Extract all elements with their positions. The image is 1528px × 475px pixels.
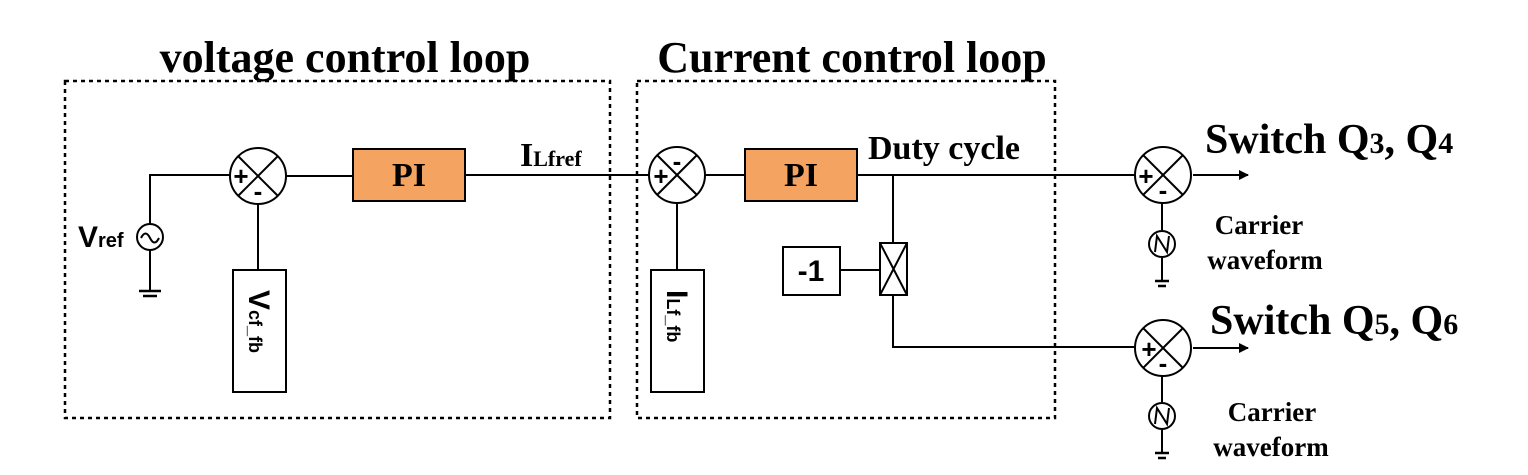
minus-sign: - (1159, 348, 1168, 378)
minus-sign: - (1159, 175, 1168, 205)
vcf-fb-label: Vcf_fb (242, 290, 275, 353)
ground-icon (139, 289, 161, 298)
summing-junction-voltage: + - (229, 147, 287, 206)
ilf-fb-label: ILf_fb (660, 290, 693, 342)
switch-q5q6-label: Switch Q5, Q6 (1210, 298, 1458, 344)
comparator-q5q6: + - (1134, 319, 1192, 378)
current-loop-boundary (635, 79, 1057, 420)
carrier-source-icon (1148, 230, 1176, 258)
carrier-top-line2: waveform (1207, 245, 1323, 275)
plus-sign: + (653, 161, 668, 191)
voltage-loop-boundary (63, 79, 612, 420)
duty-cycle-label: Duty cycle (868, 130, 1020, 167)
pi-controller-current (744, 148, 858, 202)
pi-controller-voltage (352, 148, 466, 202)
switch-q3q4-label: Switch Q3, Q4 (1205, 117, 1453, 163)
carrier-source-icon (1148, 402, 1176, 430)
summing-junction-current: + - (648, 146, 706, 204)
current-loop-title: Current control loop (657, 33, 1046, 82)
carrier-bottom-line2: waveform (1213, 432, 1329, 462)
ground-icon (1155, 279, 1169, 288)
vref-source-icon (136, 223, 164, 251)
plus-sign: + (233, 161, 248, 191)
ilfref-label: ILfref (520, 137, 582, 174)
ilf-fb-block (650, 269, 705, 393)
plus-sign: + (1141, 334, 1156, 364)
negative-gain-block (782, 246, 841, 296)
carrier-top-line1: Carrier (1215, 210, 1303, 240)
voltage-loop-title: voltage control loop (160, 33, 531, 82)
comparator-q3q4: + - (1134, 146, 1192, 205)
ground-icon (1155, 451, 1169, 460)
signal-wires (149, 174, 1163, 452)
pi-current-label: PI (784, 157, 818, 194)
minus-sign: - (254, 176, 263, 206)
carrier-bottom-line1: Carrier (1228, 397, 1316, 427)
pi-voltage-label: PI (392, 157, 426, 194)
minus-sign: - (673, 146, 682, 176)
multiplier-icon (879, 242, 908, 296)
vcf-fb-block (232, 269, 287, 393)
negative-gain-label: -1 (798, 255, 825, 288)
vref-label: Vref (78, 221, 124, 254)
plus-sign: + (1138, 161, 1153, 191)
